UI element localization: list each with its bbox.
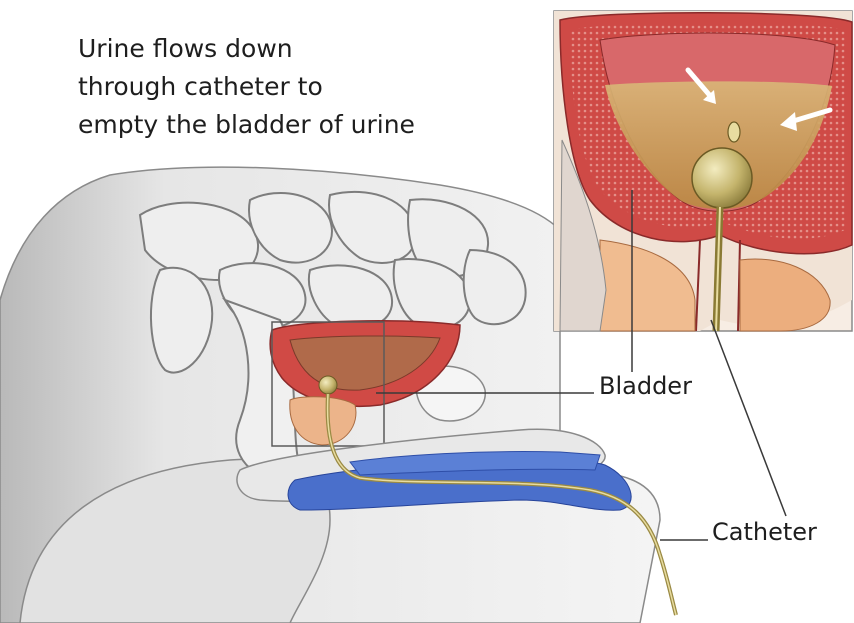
caption: Urine flows down through catheter to emp…: [78, 30, 538, 144]
caption-line-1: Urine flows down: [78, 30, 538, 68]
catheter-leader-inset: [711, 320, 786, 516]
label-catheter: Catheter: [712, 518, 817, 546]
caption-line-3: empty the bladder of urine: [78, 106, 538, 144]
inset-magnified-view: [554, 11, 852, 331]
caption-line-2: through catheter to: [78, 68, 538, 106]
label-bladder: Bladder: [599, 372, 692, 400]
